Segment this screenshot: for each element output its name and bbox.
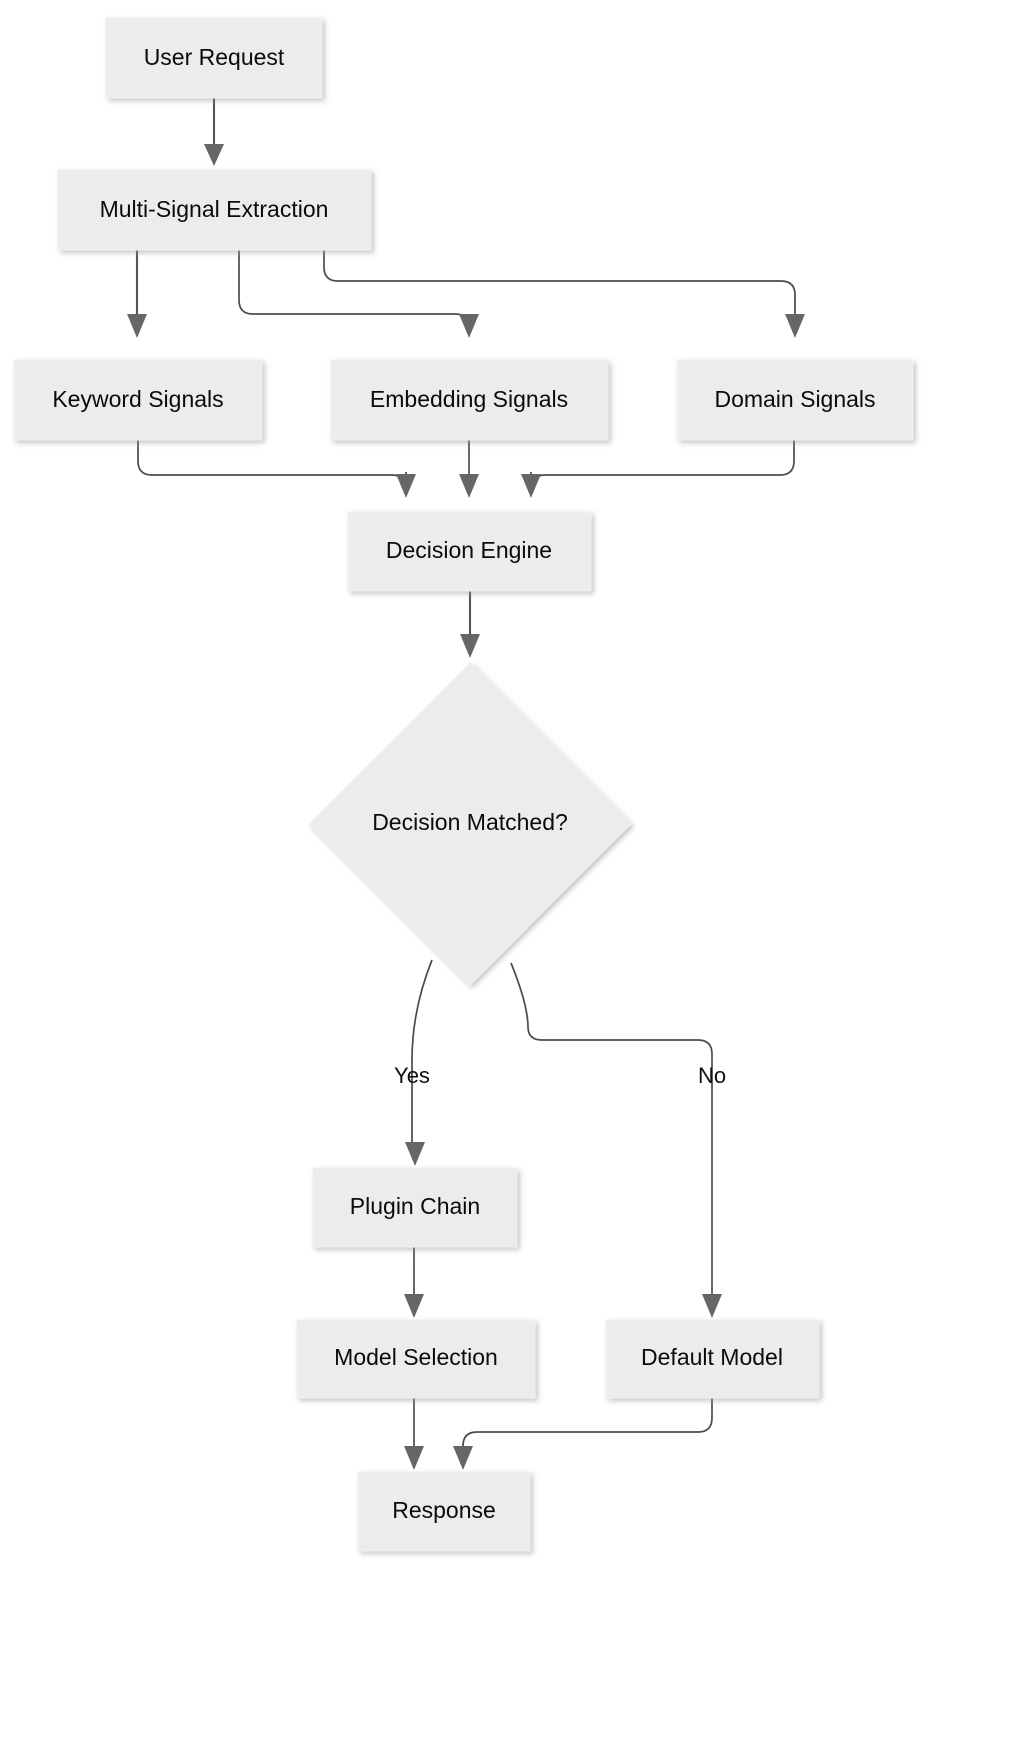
- node-response-label: Response: [392, 1497, 496, 1523]
- node-keyword-signals-shape[interactable]: [13, 359, 263, 441]
- edge-keyword-to-decision-engine: [137, 440, 416, 498]
- node-decision-matched-question[interactable]: Decision Matched?: [308, 662, 632, 986]
- node-multi-signal-extraction-shape[interactable]: [57, 169, 372, 251]
- edge-decision-engine-to-decision-question: [460, 591, 480, 658]
- node-plugin-chain-shape[interactable]: [312, 1167, 518, 1248]
- node-decision-engine-shape[interactable]: [347, 511, 592, 592]
- node-decision-matched-question-label: Decision Matched?: [372, 809, 568, 835]
- node-multi-signal-extraction[interactable]: Multi-Signal Extraction: [57, 169, 372, 251]
- node-user-request-label: User Request: [144, 44, 285, 70]
- edge-plugin-chain-to-model-selection: [404, 1247, 424, 1318]
- node-user-request-shape[interactable]: [105, 17, 323, 99]
- node-user-request[interactable]: User Request: [105, 17, 323, 99]
- edge-domain-to-decision-engine: [521, 440, 795, 498]
- node-decision-engine[interactable]: Decision Engine: [347, 511, 592, 592]
- edge-label-layer: Yes No: [394, 1063, 726, 1088]
- node-default-model-shape[interactable]: [605, 1319, 820, 1399]
- node-plugin-chain-label: Plugin Chain: [350, 1193, 480, 1219]
- edge-label-no: No: [698, 1063, 726, 1088]
- node-model-selection[interactable]: Model Selection: [296, 1319, 536, 1399]
- node-plugin-chain[interactable]: Plugin Chain: [312, 1167, 518, 1248]
- node-layer: User Request Multi-Signal Extraction Key…: [13, 17, 914, 1552]
- edge-multi-signal-to-domain: [323, 250, 805, 338]
- node-decision-engine-label: Decision Engine: [386, 537, 552, 563]
- node-model-selection-label: Model Selection: [334, 1344, 498, 1370]
- edge-multi-signal-to-embedding: [238, 250, 479, 338]
- node-keyword-signals[interactable]: Keyword Signals: [13, 359, 263, 441]
- node-domain-signals-shape[interactable]: [676, 359, 914, 441]
- edge-embedding-to-decision-engine: [459, 440, 479, 498]
- node-embedding-signals-label: Embedding Signals: [370, 386, 568, 412]
- edge-user-request-to-multi-signal: [204, 98, 224, 166]
- edge-label-yes: Yes: [394, 1063, 430, 1088]
- edge-model-selection-to-response: [404, 1398, 424, 1470]
- node-domain-signals-label: Domain Signals: [714, 386, 875, 412]
- edge-decision-question-to-plugin-chain-yes: [405, 959, 433, 1166]
- node-response[interactable]: Response: [357, 1471, 531, 1552]
- node-default-model-label: Default Model: [641, 1344, 783, 1370]
- node-multi-signal-extraction-label: Multi-Signal Extraction: [100, 196, 329, 222]
- edge-layer: [127, 98, 805, 1470]
- edge-multi-signal-to-keyword: [127, 250, 147, 338]
- node-embedding-signals-shape[interactable]: [330, 359, 609, 441]
- edge-decision-question-to-default-model-no: [510, 962, 722, 1318]
- node-decision-matched-question-shape[interactable]: [308, 662, 632, 986]
- node-model-selection-shape[interactable]: [296, 1319, 536, 1399]
- edge-default-model-to-response: [453, 1398, 713, 1470]
- node-keyword-signals-label: Keyword Signals: [52, 386, 223, 412]
- node-domain-signals[interactable]: Domain Signals: [676, 359, 914, 441]
- node-default-model[interactable]: Default Model: [605, 1319, 820, 1399]
- node-embedding-signals[interactable]: Embedding Signals: [330, 359, 609, 441]
- node-response-shape[interactable]: [357, 1471, 531, 1552]
